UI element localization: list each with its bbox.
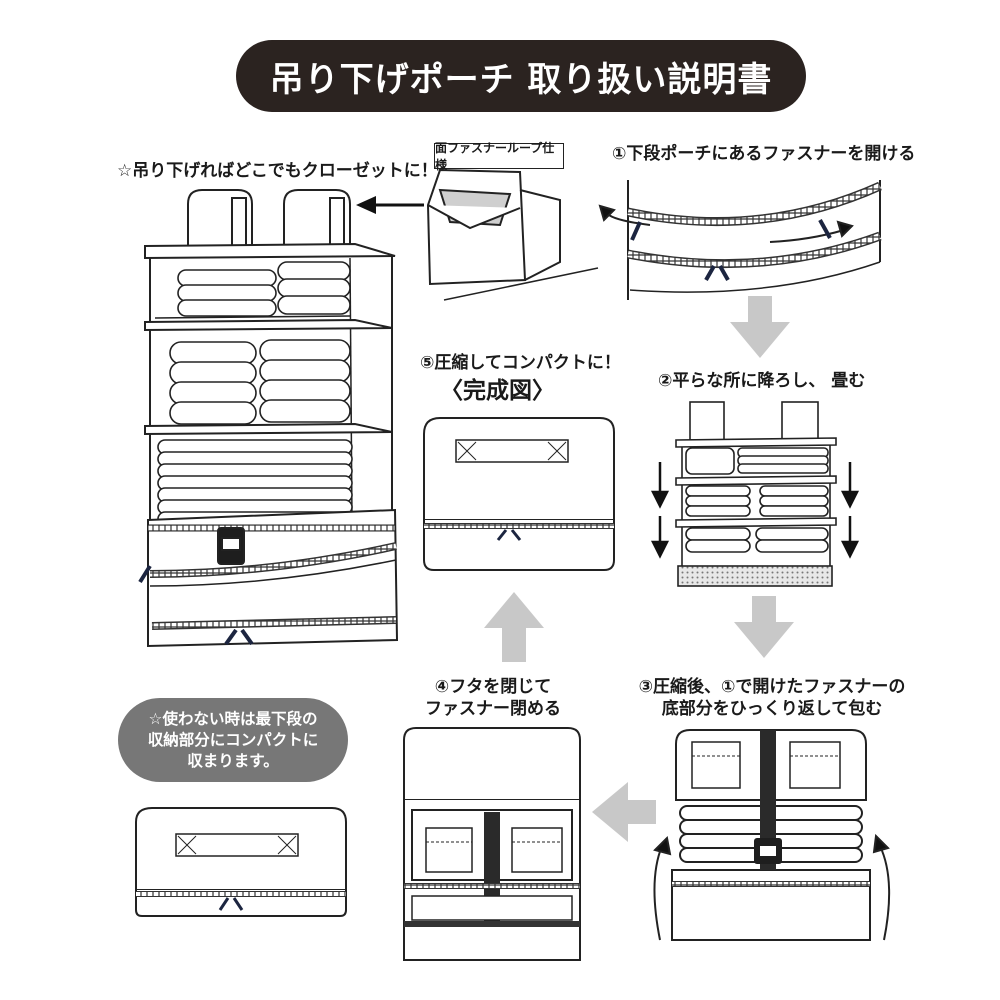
bottom-pouch bbox=[147, 508, 399, 648]
step4-caption-line1: ④フタを閉じて bbox=[434, 677, 552, 697]
top-board bbox=[144, 242, 396, 260]
note-line3: 収まります。 bbox=[187, 751, 279, 770]
note-bubble: ☆使わない時は最下段の 収納部分にコンパクトに 収まります。 bbox=[118, 698, 348, 782]
completed-pouch bbox=[423, 417, 615, 571]
arrow-up-icon bbox=[484, 592, 544, 662]
shelf-1 bbox=[144, 318, 393, 332]
step2-illustration bbox=[650, 401, 860, 587]
step4-caption-line2: ファスナー閉める bbox=[425, 699, 561, 719]
arrow-down-icon bbox=[730, 296, 790, 358]
zipper-pull-icon bbox=[138, 564, 152, 584]
spec-label: 面ファスナーループ仕様 bbox=[434, 141, 564, 172]
complete-caption: 〈完成図〉 bbox=[440, 378, 555, 404]
arrow-left-black-icon bbox=[356, 196, 424, 214]
step3-illustration bbox=[653, 729, 891, 941]
step3-caption-line2: 底部分をひっくり返して包む bbox=[661, 699, 883, 719]
hanging-organizer bbox=[138, 189, 399, 648]
shelf-2 bbox=[144, 422, 393, 436]
note-line2: 収納部分にコンパクトに bbox=[147, 730, 319, 749]
closet-caption: ☆吊り下げればどこでもクローゼットに！ bbox=[117, 161, 438, 181]
arrow-left-icon bbox=[592, 782, 656, 842]
page-title: 吊り下げポーチ 取り扱い説明書 bbox=[236, 40, 806, 112]
step5-caption: ⑤圧縮してコンパクトに！ bbox=[420, 353, 621, 373]
spec-pouch bbox=[426, 168, 599, 301]
step4-illustration bbox=[403, 727, 581, 961]
step1-illustration bbox=[598, 180, 882, 300]
note-line1: ☆使わない時は最下段の bbox=[148, 709, 318, 728]
arrow-down-icon bbox=[734, 596, 794, 658]
step2-caption: ②平らな所に降ろし、 畳む bbox=[658, 371, 866, 391]
step1-caption: ①下段ポーチにあるファスナーを開ける bbox=[612, 144, 916, 164]
compact-pouch bbox=[135, 807, 347, 917]
step3-caption-line1: ③圧縮後、①で開けたファスナーの bbox=[638, 677, 906, 697]
